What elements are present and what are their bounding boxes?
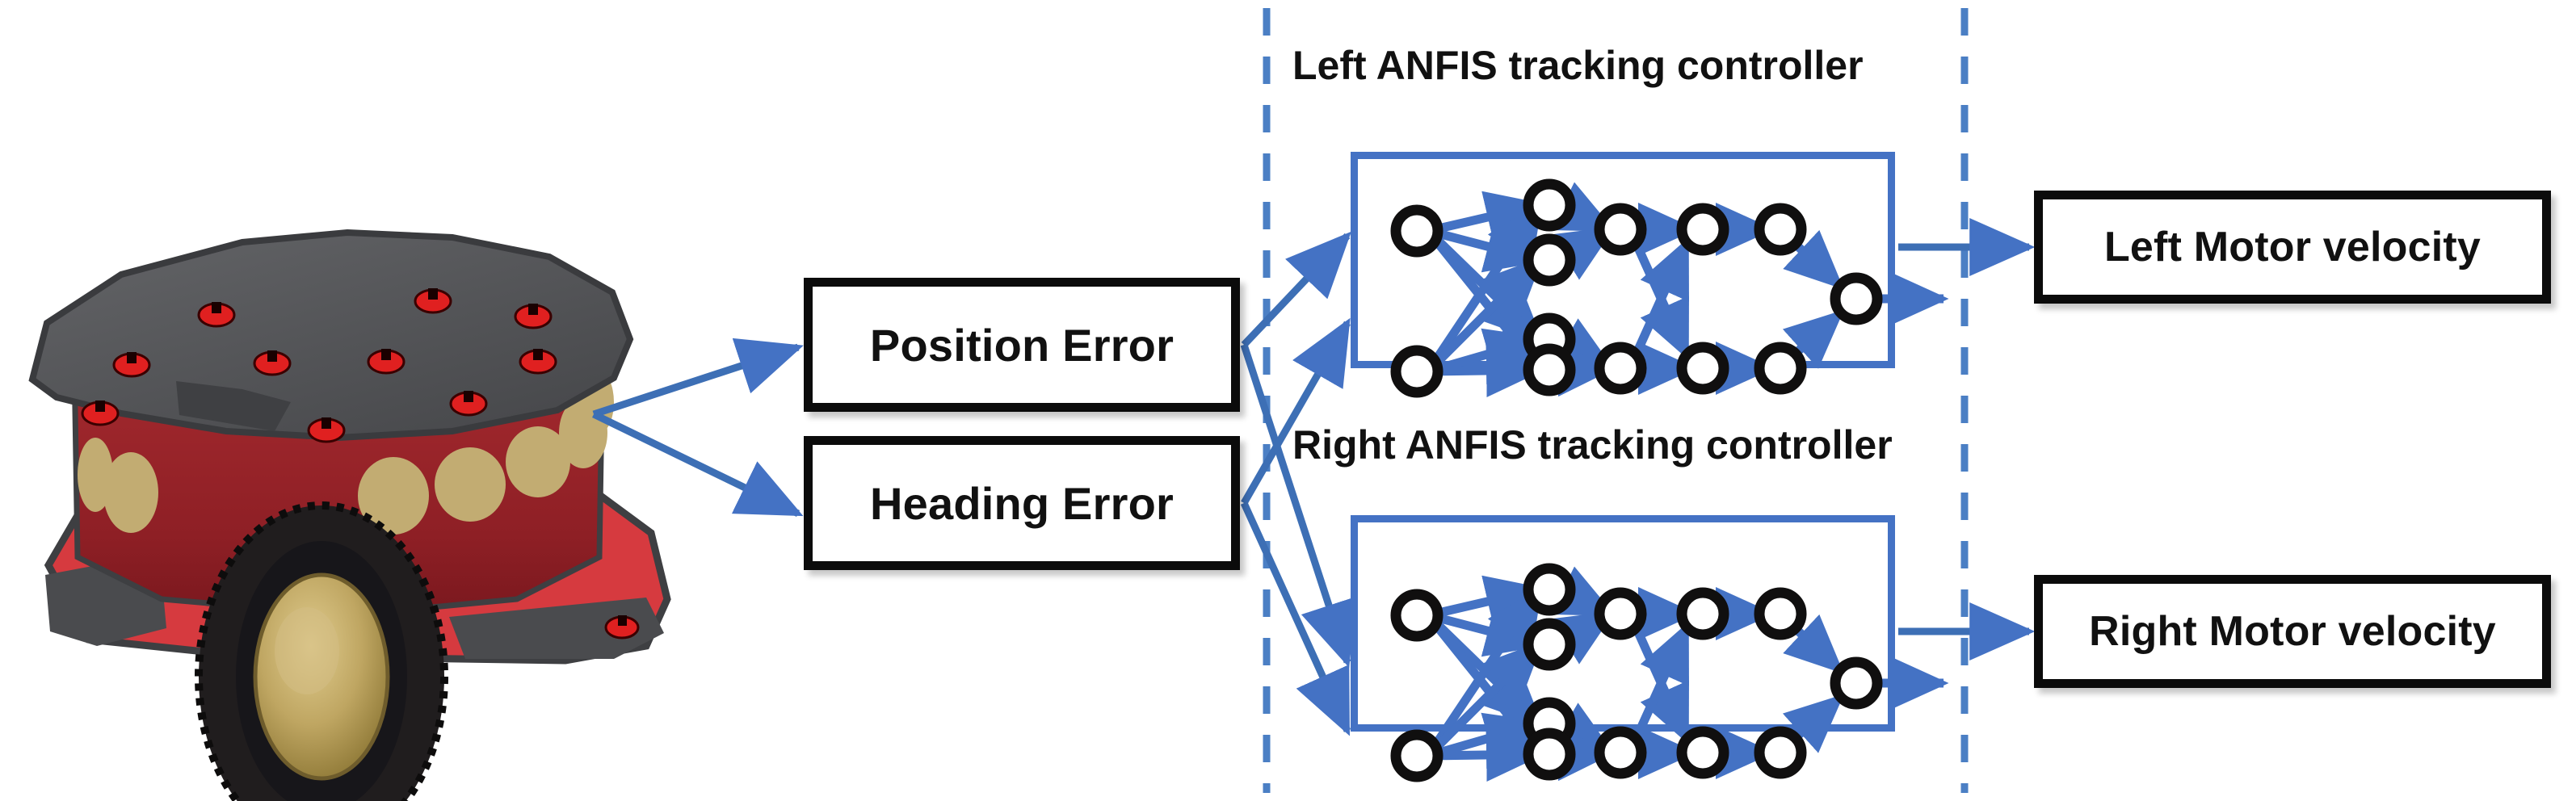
wire-position-to-left-anfis bbox=[1241, 231, 1351, 348]
robot-wheel bbox=[195, 501, 448, 801]
wire-robot-to-heading-error bbox=[592, 410, 804, 518]
wire-position-to-right-anfis bbox=[1240, 343, 1357, 668]
robot-chassis bbox=[44, 480, 671, 665]
right-motor-velocity-label: Right Motor velocity bbox=[2089, 608, 2496, 655]
robot-top-deck bbox=[28, 229, 640, 640]
left-anfis-caption: Left ANFIS tracking controller bbox=[1292, 43, 1864, 88]
robot-body bbox=[71, 348, 614, 619]
right-anfis-caption: Right ANFIS tracking controller bbox=[1292, 422, 1893, 468]
left-motor-velocity-block[interactable]: Left Motor velocity bbox=[2034, 191, 2551, 304]
robot-deck-markers bbox=[81, 288, 640, 640]
left-motor-velocity-label: Left Motor velocity bbox=[2103, 224, 2481, 270]
robot-sensor-ring bbox=[78, 371, 614, 535]
position-error-block[interactable]: Position Error bbox=[804, 278, 1240, 412]
position-error-label: Position Error bbox=[869, 319, 1175, 371]
right-anfis-controller-block[interactable] bbox=[1351, 515, 1895, 732]
left-anfis-controller-block[interactable] bbox=[1351, 152, 1895, 368]
heading-error-block[interactable]: Heading Error bbox=[804, 436, 1240, 570]
wire-heading-to-left-anfis bbox=[1241, 317, 1351, 505]
wire-robot-to-position-error bbox=[592, 338, 804, 418]
right-motor-velocity-block[interactable]: Right Motor velocity bbox=[2034, 575, 2551, 688]
wire-heading-to-right-anfis bbox=[1240, 501, 1351, 736]
heading-error-label: Heading Error bbox=[869, 477, 1174, 529]
